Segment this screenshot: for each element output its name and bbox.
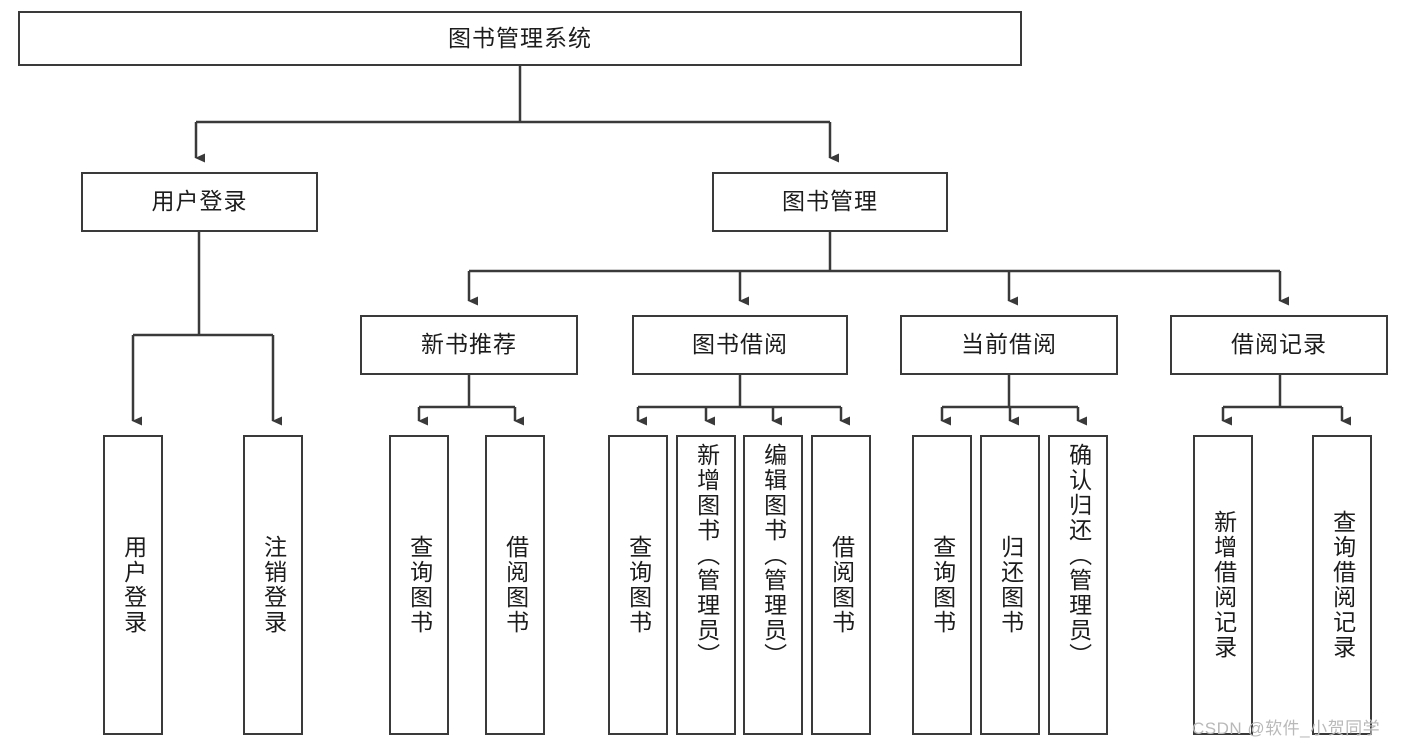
node-leaf-query-book-2-label: 查询图书 [625,535,652,635]
node-root-label: 图书管理系统 [448,24,592,51]
node-leaf-query-record-label: 查询借阅记录 [1329,510,1356,660]
node-leaf-query-book-1-label: 查询图书 [406,535,433,635]
node-user-login[interactable]: 用户登录 [81,172,318,232]
node-leaf-confirm-return[interactable]: 确认归还（管理员） [1048,435,1108,735]
node-leaf-add-record[interactable]: 新增借阅记录 [1193,435,1253,735]
node-leaf-query-book-3[interactable]: 查询图书 [912,435,972,735]
node-borrow-record[interactable]: 借阅记录 [1170,315,1388,375]
node-leaf-edit-book[interactable]: 编辑图书（管理员） [743,435,803,735]
node-leaf-add-record-label: 新增借阅记录 [1210,510,1237,660]
csdn-watermark: CSDN @软件_小贺同学 [1192,719,1381,738]
node-leaf-return-book-label: 归还图书 [997,535,1024,635]
node-leaf-query-book-3-label: 查询图书 [929,535,956,635]
node-book-manage-label: 图书管理 [782,188,878,215]
node-leaf-user-login-label: 用户登录 [120,535,147,635]
node-leaf-add-book[interactable]: 新增图书（管理员） [676,435,736,735]
node-leaf-query-record[interactable]: 查询借阅记录 [1312,435,1372,735]
node-leaf-query-book-2[interactable]: 查询图书 [608,435,668,735]
node-leaf-borrow-book-2-label: 借阅图书 [828,535,855,635]
node-leaf-edit-book-label: 编辑图书（管理员） [760,443,787,668]
node-leaf-borrow-book-1-label: 借阅图书 [502,535,529,635]
node-leaf-logout-login[interactable]: 注销登录 [243,435,303,735]
node-user-login-label: 用户登录 [151,188,248,215]
node-root[interactable]: 图书管理系统 [18,11,1022,66]
node-leaf-borrow-book-1[interactable]: 借阅图书 [485,435,545,735]
node-leaf-return-book[interactable]: 归还图书 [980,435,1040,735]
node-leaf-confirm-return-label: 确认归还（管理员） [1065,443,1092,668]
node-book-borrow-label: 图书借阅 [692,331,788,358]
node-new-book-recommend-label: 新书推荐 [421,331,517,358]
node-leaf-user-login[interactable]: 用户登录 [103,435,163,735]
node-new-book-recommend[interactable]: 新书推荐 [360,315,578,375]
node-leaf-add-book-label: 新增图书（管理员） [693,443,720,668]
node-book-borrow[interactable]: 图书借阅 [632,315,848,375]
node-leaf-borrow-book-2[interactable]: 借阅图书 [811,435,871,735]
node-book-manage[interactable]: 图书管理 [712,172,948,232]
node-current-borrow[interactable]: 当前借阅 [900,315,1118,375]
node-current-borrow-label: 当前借阅 [961,331,1057,358]
node-leaf-query-book-1[interactable]: 查询图书 [389,435,449,735]
node-borrow-record-label: 借阅记录 [1231,331,1327,358]
node-leaf-logout-login-label: 注销登录 [260,535,287,635]
